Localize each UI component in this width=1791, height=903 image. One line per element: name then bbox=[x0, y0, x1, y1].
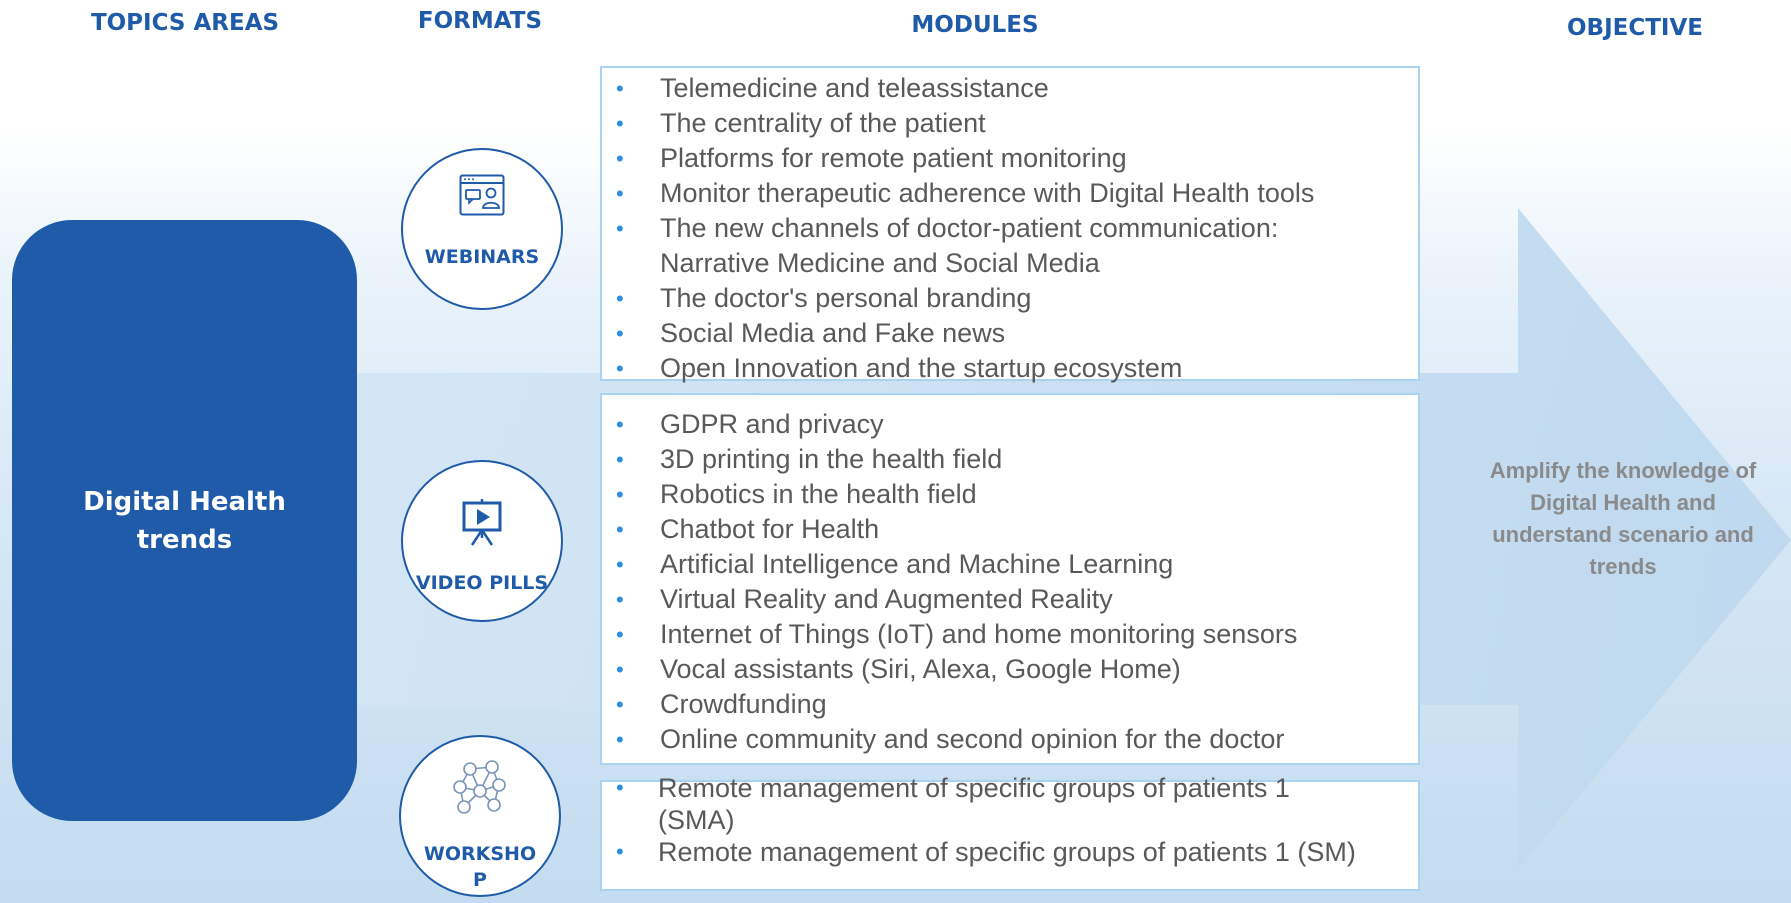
modules-workshop-box: Remote management of specific groups of … bbox=[600, 772, 1420, 891]
presentation-play-icon bbox=[462, 499, 502, 546]
module-item: Vocal assistants (Siri, Alexa, Google Ho… bbox=[602, 652, 1418, 687]
header-formats: FORMATS bbox=[417, 8, 543, 34]
format-label-video-pills: VIDEO PILLS bbox=[415, 572, 549, 594]
module-item: Open Innovation and the startup ecosyste… bbox=[602, 351, 1418, 386]
module-item: Virtual Reality and Augmented Reality bbox=[602, 582, 1418, 617]
format-webinars: WEBINARS bbox=[401, 148, 563, 310]
modules-video-pills-box: GDPR and privacy 3D printing in the heal… bbox=[600, 393, 1420, 765]
format-label-workshop: WORKSHO P bbox=[423, 843, 537, 891]
module-item: Robotics in the health field bbox=[602, 477, 1418, 512]
module-item: Remote management of specific groups of … bbox=[602, 836, 1418, 868]
module-item: 3D printing in the health field bbox=[602, 442, 1418, 477]
module-item: GDPR and privacy bbox=[602, 407, 1418, 442]
module-item: Social Media and Fake news bbox=[602, 316, 1418, 351]
topic-area-box: Digital Health trends bbox=[12, 220, 357, 821]
module-item: Online community and second opinion for … bbox=[602, 722, 1418, 757]
module-item: Platforms for remote patient monitoring bbox=[602, 141, 1418, 176]
format-label-webinars: WEBINARS bbox=[424, 246, 540, 268]
objective-text: Amplify the knowledge of Digital Health … bbox=[1489, 458, 1757, 579]
header-objective: OBJECTIVE bbox=[1567, 15, 1703, 41]
topic-label: Digital Health trends bbox=[83, 486, 286, 555]
module-item: The doctor's personal branding bbox=[602, 281, 1418, 316]
module-item: Telemedicine and teleassistance bbox=[602, 71, 1418, 106]
header-topics-areas: TOPICS AREAS bbox=[90, 10, 280, 36]
module-item: Artificial Intelligence and Machine Lear… bbox=[602, 547, 1418, 582]
header-modules: MODULES bbox=[911, 12, 1039, 38]
webinar-icon bbox=[459, 174, 505, 216]
format-video-pills: VIDEO PILLS bbox=[401, 460, 563, 622]
module-item: Chatbot for Health bbox=[602, 512, 1418, 547]
modules-webinars-box: Telemedicine and teleassistance The cent… bbox=[600, 66, 1420, 386]
module-item: Monitor therapeutic adherence with Digit… bbox=[602, 176, 1418, 211]
format-workshop: WORKSHO P bbox=[399, 735, 561, 897]
module-item: The new channels of doctor-patient commu… bbox=[602, 211, 1418, 281]
network-people-icon bbox=[453, 760, 506, 814]
module-item: The centrality of the patient bbox=[602, 106, 1418, 141]
module-item: Crowdfunding bbox=[602, 687, 1418, 722]
module-item: Remote management of specific groups of … bbox=[602, 772, 1418, 836]
module-item: Internet of Things (IoT) and home monito… bbox=[602, 617, 1418, 652]
